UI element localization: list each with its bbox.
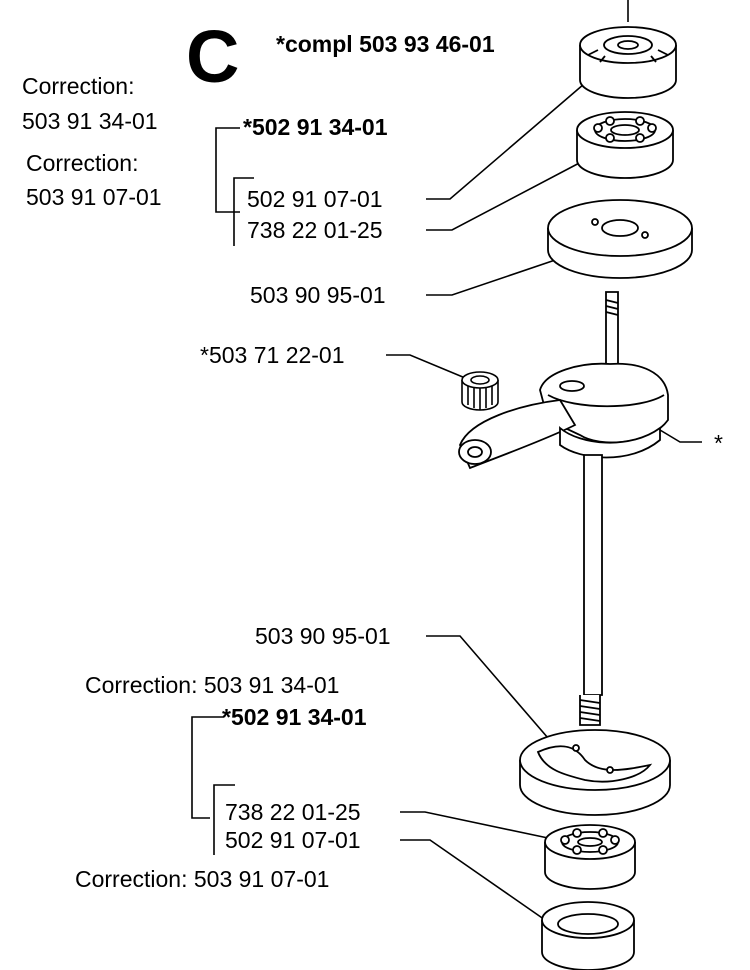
compl-part-number: *compl 503 93 46-01 — [276, 31, 495, 57]
group-brackets — [191, 127, 254, 855]
needle-bearing — [461, 371, 499, 411]
top-correction-label-2: Correction: — [26, 150, 139, 176]
top-seal-part-number: 502 91 07-01 — [247, 186, 383, 212]
leader-lines — [386, 0, 702, 923]
bottom-bearing-part-number: 738 22 01-25 — [225, 799, 361, 825]
top-bearing — [576, 111, 674, 179]
top-seal — [579, 26, 677, 99]
top-bearing-part-number: 738 22 01-25 — [247, 217, 383, 243]
bottom-seal-part-number: 502 91 07-01 — [225, 827, 361, 853]
top-cover-part-number: 503 90 95-01 — [250, 282, 386, 308]
bottom-correction-2: Correction: 503 91 07-01 — [75, 866, 330, 892]
bottom-bearing — [544, 824, 636, 890]
bottom-cover-plate — [519, 729, 671, 816]
top-correction-value-1: 503 91 34-01 — [22, 108, 158, 134]
bottom-seal — [541, 901, 635, 970]
top-correction-value-2: 503 91 07-01 — [26, 184, 162, 210]
needle-bearing-part-number: *503 71 22-01 — [200, 342, 345, 368]
crankshaft-marker: * — [714, 430, 723, 456]
top-group-part-number: *502 91 34-01 — [243, 114, 388, 140]
top-correction-label-1: Correction: — [22, 73, 135, 99]
crankshaft — [458, 291, 669, 726]
bottom-cover-part-number: 503 90 95-01 — [255, 623, 391, 649]
bottom-group-part-number: *502 91 34-01 — [222, 704, 367, 730]
top-cover-plate — [547, 199, 693, 279]
section-letter: C — [186, 15, 239, 98]
bottom-correction-1: Correction: 503 91 34-01 — [85, 672, 340, 698]
